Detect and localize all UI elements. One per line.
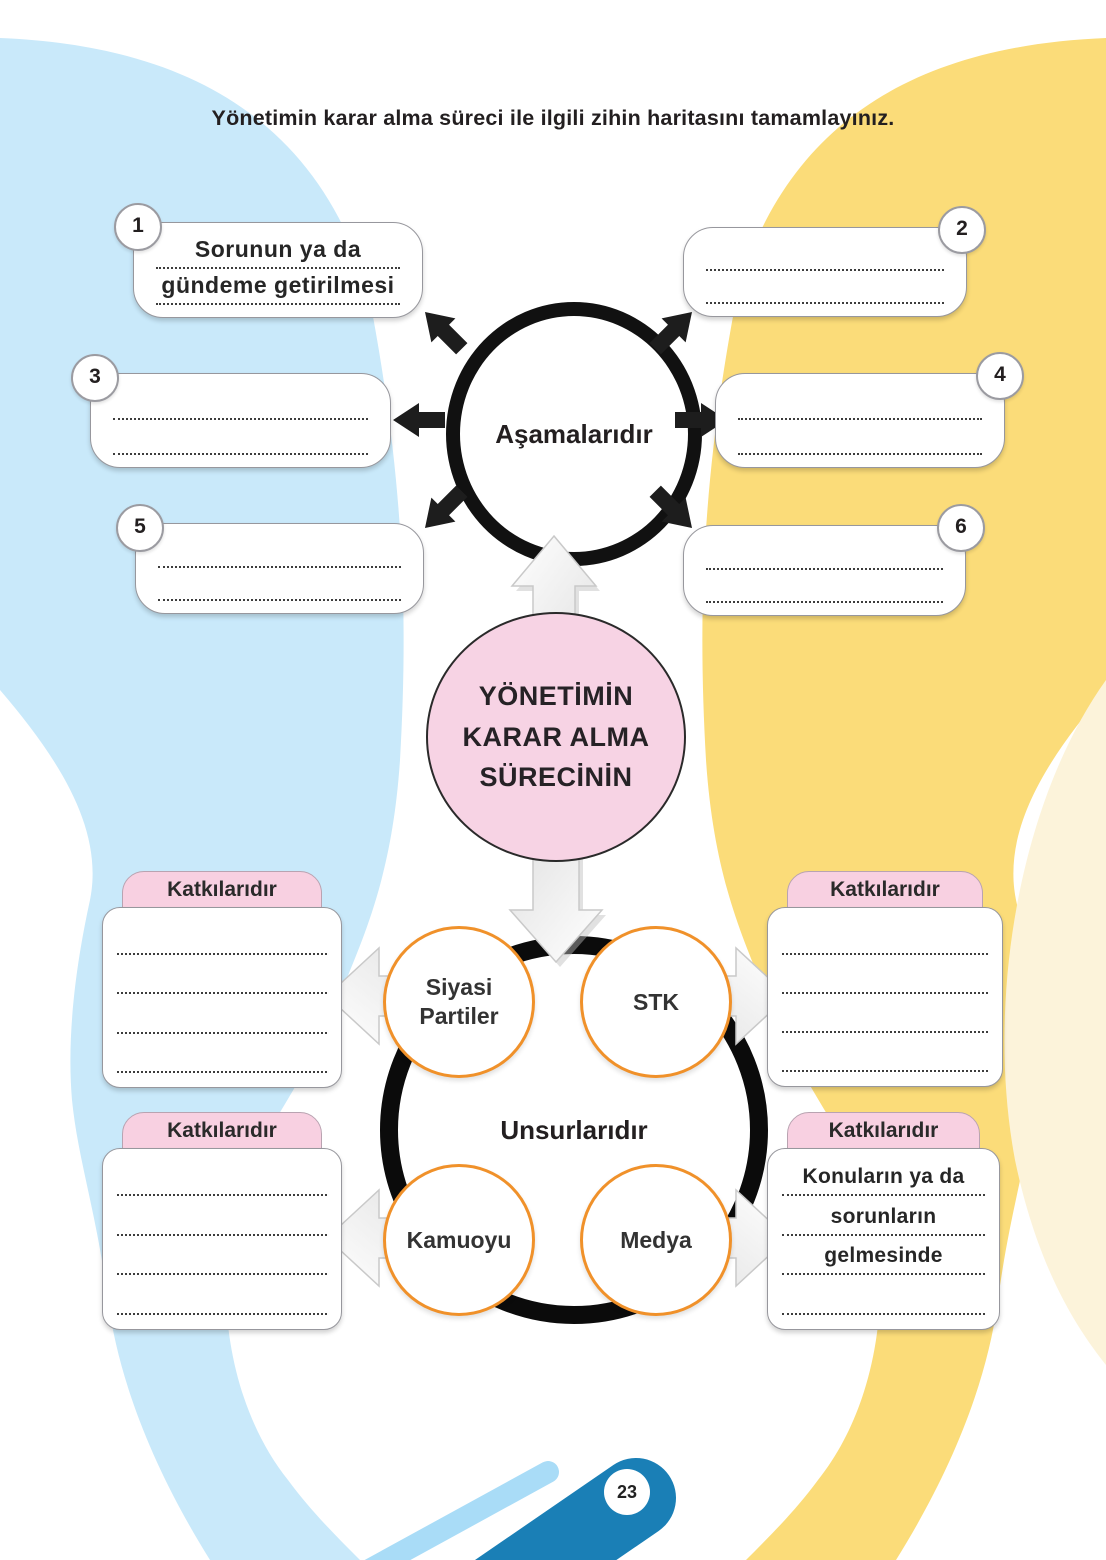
element-circle-siyasi-partiler: Siyasi Partiler	[383, 926, 535, 1078]
contribution-answer-line[interactable]: sorunların gündeme	[782, 1201, 985, 1236]
stage-box-1: 1 Sorunun ya da konunun gündeme getirilm…	[114, 203, 423, 318]
stage-answer-line[interactable]: Sorunun ya da konunun	[156, 233, 400, 269]
stage-box-3: 3	[71, 354, 391, 468]
contribution-body	[102, 1148, 342, 1330]
stage-number-badge: 5	[116, 504, 164, 552]
stage-number-badge: 3	[71, 354, 119, 402]
right-cream-wedge	[1004, 680, 1106, 1365]
stages-hub-label: Aşamalarıdır	[495, 418, 653, 449]
contribution-box-right-bottom: Katkılarıdır Konuların ya da sorunların …	[767, 1112, 1000, 1330]
element-circle-kamuoyu: Kamuoyu	[383, 1164, 535, 1316]
stage-answer-line[interactable]	[706, 536, 943, 570]
page-number-circle	[604, 1469, 650, 1515]
contribution-answer-line[interactable]	[117, 959, 327, 995]
stage-box-2: 2	[683, 206, 986, 317]
element-label: Siyasi Partiler	[419, 974, 499, 1029]
stage-answer-line[interactable]	[706, 238, 944, 271]
contribution-body	[102, 907, 342, 1088]
contribution-answer-line[interactable]	[117, 1201, 327, 1236]
spoke-arrow-3-icon	[393, 403, 445, 437]
central-topic-label: YÖNETİMİN KARAR ALMA SÜRECİNİN	[462, 681, 650, 793]
stage-answer-line[interactable]	[706, 271, 944, 304]
contribution-answer-line[interactable]	[117, 1038, 327, 1073]
stage-answer-line[interactable]	[158, 568, 401, 601]
stage-answer-line[interactable]	[738, 420, 982, 455]
element-label: STK	[633, 988, 679, 1015]
stage-answer-line[interactable]	[113, 420, 368, 455]
contribution-box-left-bottom: Katkılarıdır	[102, 1112, 342, 1330]
stage-number-badge: 4	[976, 352, 1024, 400]
contribution-body	[767, 907, 1003, 1087]
stage-number-badge: 6	[937, 504, 985, 552]
contribution-box-left-top: Katkılarıdır	[102, 871, 342, 1088]
spoke-arrow-6-icon	[649, 485, 692, 528]
page-number: 23	[616, 1482, 638, 1502]
contribution-answer-line[interactable]	[117, 999, 327, 1034]
contribution-answer-line[interactable]	[117, 920, 327, 956]
contribution-answer-line[interactable]	[782, 1280, 985, 1315]
contribution-answer-line[interactable]	[117, 1161, 327, 1197]
contribution-answer-line[interactable]	[782, 1037, 988, 1072]
contribution-answer-line[interactable]: gelmesinde etkilidir.	[782, 1240, 985, 1276]
page-title: Yönetimin karar alma süreci ile ilgili z…	[211, 106, 895, 130]
spoke-arrow-5-icon	[425, 485, 468, 528]
contribution-answer-line[interactable]	[117, 1280, 327, 1315]
element-label: Medya	[620, 1226, 692, 1253]
stage-answer-line[interactable]: gündeme getirilmesi	[156, 269, 400, 305]
spoke-arrow-1-icon	[425, 312, 468, 355]
element-circle-medya: Medya	[580, 1164, 732, 1316]
contribution-body: Konuların ya da sorunların gündeme gelme…	[767, 1148, 1000, 1330]
stage-answer-line[interactable]	[706, 570, 943, 603]
stage-box-6: 6	[683, 504, 985, 616]
footer-bar-dark	[474, 1458, 676, 1560]
stage-number-badge: 1	[114, 203, 162, 251]
contribution-answer-line[interactable]	[782, 959, 988, 994]
central-topic-circle: YÖNETİMİN KARAR ALMA SÜRECİNİN	[426, 612, 686, 862]
spoke-arrow-2-icon	[649, 312, 692, 355]
element-circle-stk: STK	[580, 926, 732, 1078]
flow-arrow-down-icon	[508, 841, 606, 967]
stage-number-badge: 2	[938, 206, 986, 254]
stage-answer-line[interactable]	[158, 534, 401, 568]
contribution-answer-line[interactable]	[782, 998, 988, 1033]
contribution-answer-line[interactable]	[782, 920, 988, 955]
contribution-answer-line[interactable]: Konuların ya da	[782, 1161, 985, 1197]
elements-hub-label: Unsurlarıdır	[500, 1114, 648, 1145]
stage-box-4: 4	[715, 352, 1024, 468]
spoke-arrow-4-icon	[675, 403, 727, 437]
contribution-box-right-top: Katkılarıdır	[767, 871, 1003, 1087]
stage-box-5: 5	[116, 504, 424, 614]
contribution-answer-line[interactable]	[117, 1240, 327, 1276]
footer-bar-light	[364, 1461, 559, 1560]
stage-answer-line[interactable]	[738, 384, 982, 420]
stage-answer-line[interactable]	[113, 384, 368, 420]
element-label: Kamuoyu	[406, 1226, 512, 1253]
